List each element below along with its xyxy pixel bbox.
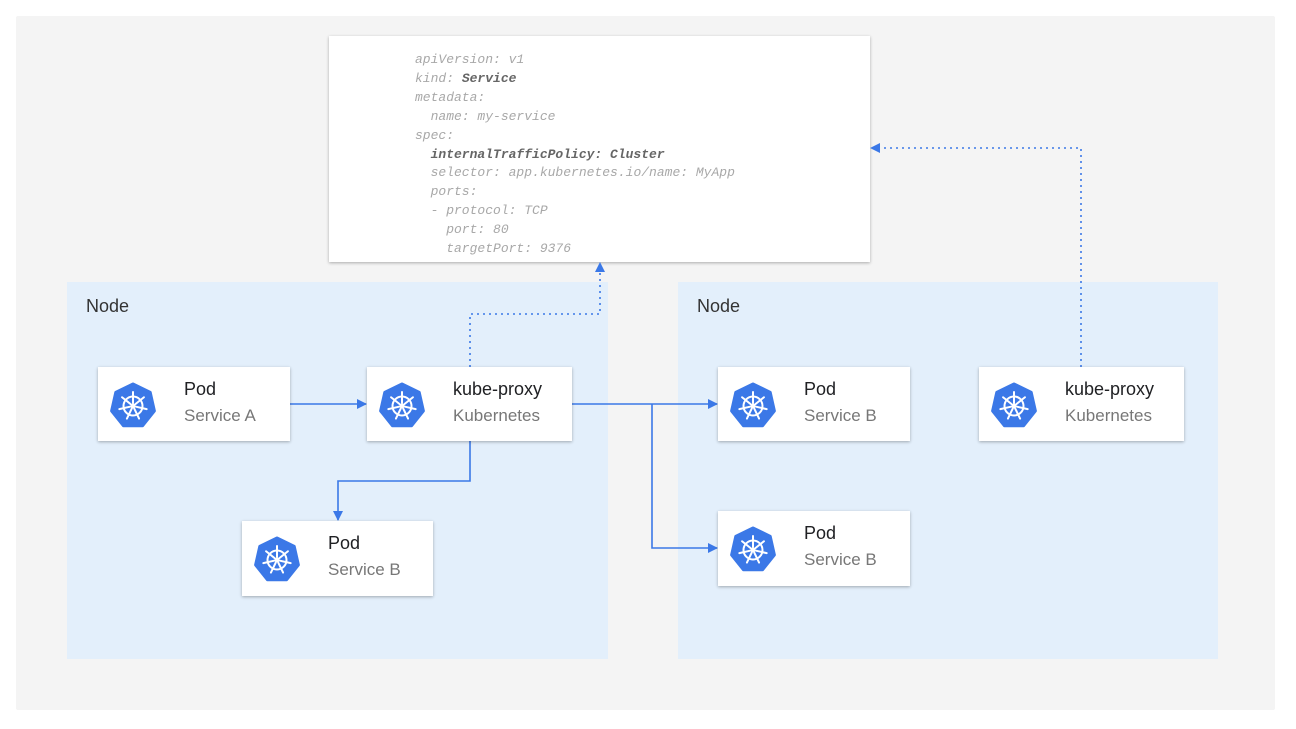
card-subtitle: Service B	[804, 406, 877, 425]
card-subtitle: Service B	[328, 560, 401, 579]
kube-proxy-right-card[interactable]: kube-proxy Kubernetes	[979, 367, 1184, 441]
yaml-key: targetPort:	[415, 241, 533, 257]
service-yaml-card: apiVersion: v1 kind: Service metadata: n…	[329, 36, 870, 262]
card-title: Pod	[184, 379, 217, 399]
card-title: Pod	[328, 533, 361, 553]
card-title: kube-proxy	[1065, 379, 1155, 399]
card-subtitle: Service A	[184, 406, 256, 425]
node-right: Node	[678, 282, 1218, 659]
yaml-line: ports:	[415, 184, 478, 200]
card-title: Pod	[804, 379, 837, 399]
arrow-kube-proxy-to-remote-pod-b-2	[651, 404, 718, 553]
service-yaml-code: apiVersion: v1 kind: Service metadata: n…	[415, 51, 735, 259]
yaml-line: apiVersion: v1	[415, 52, 524, 67]
yaml-key: spec:	[415, 127, 455, 143]
yaml-value: TCP	[516, 203, 548, 219]
yaml-value: my-service	[469, 108, 556, 124]
kubernetes-icon	[379, 382, 425, 428]
dotted-arrow-kube-proxy-right-to-service	[870, 143, 1082, 367]
card-subtitle: Kubernetes	[1065, 406, 1152, 425]
yaml-line: - protocol: TCP	[415, 203, 548, 218]
card-title: kube-proxy	[453, 379, 543, 399]
yaml-value: 80	[485, 222, 509, 238]
kube-proxy-left-card[interactable]: kube-proxy Kubernetes	[367, 367, 572, 441]
arrow-kube-proxy-to-local-pod-b	[333, 441, 471, 521]
kubernetes-icon	[254, 536, 300, 582]
dotted-arrow-kube-proxy-left-to-service	[469, 262, 605, 367]
yaml-line: metadata:	[415, 90, 485, 105]
node-label: Node	[86, 296, 130, 316]
node-label: Node	[697, 296, 741, 316]
yaml-key: - protocol:	[415, 203, 517, 219]
yaml-key: selector:	[415, 165, 501, 181]
pod-service-a-card[interactable]: Pod Service A	[98, 367, 290, 441]
pod-service-b-right-1-card[interactable]: Pod Service B	[718, 367, 910, 441]
pod-service-b-left-card[interactable]: Pod Service B	[242, 521, 433, 596]
kubernetes-icon	[110, 382, 156, 428]
yaml-line: internalTrafficPolicy: Cluster	[415, 147, 665, 162]
yaml-line: selector: app.kubernetes.io/name: MyApp	[415, 165, 735, 180]
yaml-key: port:	[415, 222, 486, 238]
yaml-key: ports:	[415, 184, 478, 200]
node-left: Node	[67, 282, 608, 659]
card-title: Pod	[804, 523, 837, 543]
card-subtitle: Service B	[804, 550, 877, 569]
yaml-key: metadata:	[415, 89, 486, 105]
yaml-value: v1	[500, 52, 525, 67]
yaml-value: app.kubernetes.io/name: MyApp	[500, 165, 735, 181]
yaml-value: 9376	[532, 241, 572, 257]
pod-service-b-right-2-card[interactable]: Pod Service B	[718, 511, 910, 586]
yaml-key: kind:	[415, 70, 455, 86]
yaml-value: Service	[454, 70, 517, 86]
yaml-line: spec:	[415, 128, 454, 143]
yaml-key: name:	[415, 108, 470, 124]
kubernetes-icon	[730, 382, 776, 428]
card-subtitle: Kubernetes	[453, 406, 540, 425]
yaml-line: name: my-service	[415, 108, 556, 124]
yaml-line: kind: Service	[415, 71, 516, 86]
yaml-line: targetPort: 9376	[415, 241, 571, 256]
yaml-key: apiVersion:	[415, 52, 501, 67]
kubernetes-icon	[991, 382, 1037, 428]
kubernetes-icon	[730, 526, 776, 572]
yaml-line: port: 80	[415, 222, 509, 238]
yaml-key: internalTrafficPolicy: Cluster	[415, 146, 665, 162]
